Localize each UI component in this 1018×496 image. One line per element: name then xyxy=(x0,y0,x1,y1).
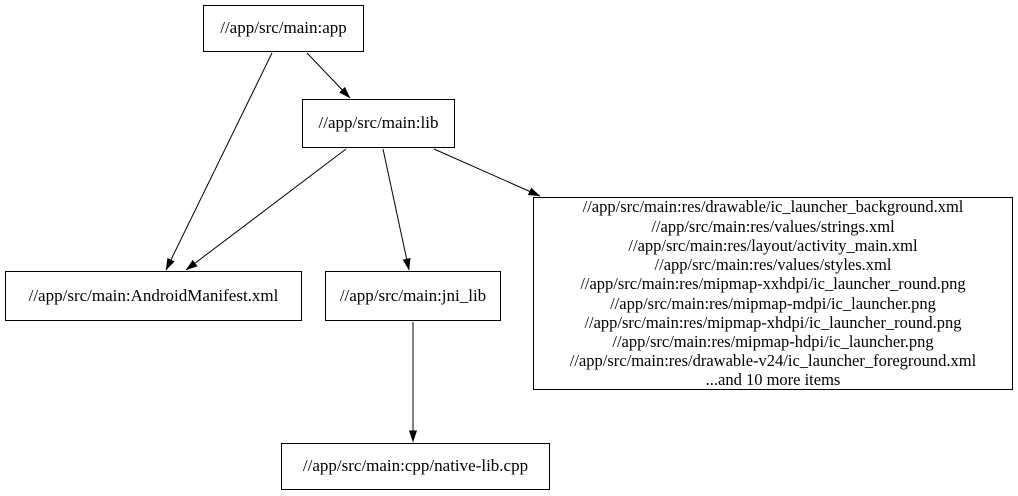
node-android-manifest: //app/src/main:AndroidManifest.xml xyxy=(5,271,302,321)
edge-lib-to-manifest xyxy=(185,148,347,271)
res-file-line: //app/src/main:res/mipmap-xhdpi/ic_launc… xyxy=(584,312,962,332)
node-lib: //app/src/main:lib xyxy=(302,99,455,148)
node-jni-lib: //app/src/main:jni_lib xyxy=(325,271,501,321)
node-jni-lib-label: //app/src/main:jni_lib xyxy=(339,285,487,305)
res-file-line: //app/src/main:res/values/strings.xml xyxy=(651,216,895,236)
res-file-line: //app/src/main:res/drawable-v24/ic_launc… xyxy=(569,351,977,371)
node-lib-label: //app/src/main:lib xyxy=(318,113,439,133)
res-file-line: //app/src/main:res/mipmap-xxhdpi/ic_laun… xyxy=(580,274,966,294)
res-file-line: //app/src/main:res/layout/activity_main.… xyxy=(628,235,918,255)
node-res-files-group: //app/src/main:res/drawable/ic_launcher_… xyxy=(533,197,1013,390)
node-app: //app/src/main:app xyxy=(203,5,364,52)
res-more-items-line: ...and 10 more items xyxy=(705,370,841,390)
res-file-line: //app/src/main:res/mipmap-mdpi/ic_launch… xyxy=(610,293,936,313)
edge-app-to-lib xyxy=(306,52,351,99)
node-native-lib-cpp: //app/src/main:cpp/native-lib.cpp xyxy=(281,443,550,490)
res-file-line: //app/src/main:res/mipmap-hdpi/ic_launch… xyxy=(612,331,934,351)
node-android-manifest-label: //app/src/main:AndroidManifest.xml xyxy=(28,285,279,305)
node-app-label: //app/src/main:app xyxy=(220,18,347,38)
edge-lib-to-res-group xyxy=(433,148,541,197)
res-file-line: //app/src/main:res/drawable/ic_launcher_… xyxy=(582,197,964,217)
res-file-line: //app/src/main:res/values/styles.xml xyxy=(654,255,892,275)
node-native-lib-cpp-label: //app/src/main:cpp/native-lib.cpp xyxy=(302,456,529,476)
edge-lib-to-jni-lib xyxy=(382,148,411,271)
edge-app-to-manifest xyxy=(165,52,273,271)
